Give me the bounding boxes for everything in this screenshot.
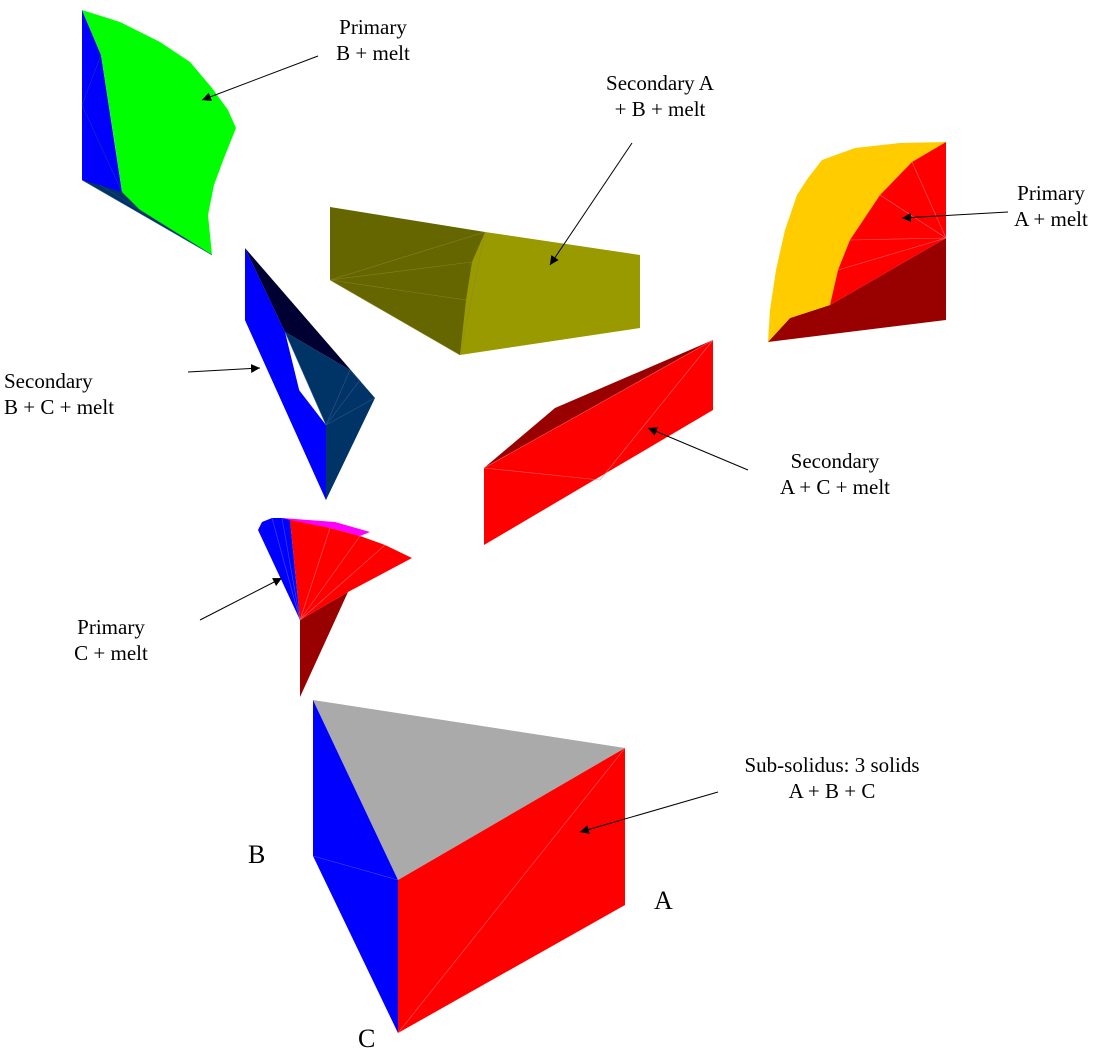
secondary-ab-melt-volume — [329, 207, 640, 356]
label-primary-a-line1: Primary — [1017, 181, 1085, 205]
label-secondary-bc-line1: Secondary — [4, 369, 93, 393]
arrow-secondary-bc — [187, 364, 261, 373]
primary-a-melt-volume — [768, 142, 947, 342]
arrow-primary-a — [901, 211, 1009, 222]
label-primary-c-line2: C + melt — [74, 641, 148, 665]
subsolidus-gray-top — [313, 700, 625, 880]
primary-b-green-face — [82, 10, 236, 255]
arrow-subsolidus — [579, 791, 719, 834]
arrow-secondary-ab — [549, 142, 633, 266]
subsolidus-blue-face — [313, 700, 398, 1033]
primary-c-red-face — [290, 520, 412, 620]
label-primary-a-line2: A + melt — [1014, 207, 1088, 231]
corner-label-a: A — [654, 886, 673, 915]
label-subsolidus: Sub-solidus: 3 solids A + B + C — [712, 752, 952, 804]
label-primary-c-line1: Primary — [77, 615, 145, 639]
secondary-bc-navy-face — [245, 248, 375, 398]
label-primary-a: Primary A + melt — [996, 180, 1106, 232]
label-primary-b: Primary B + melt — [318, 14, 428, 66]
label-secondary-ab: Secondary A + B + melt — [580, 70, 740, 122]
primary-c-blue-face — [258, 518, 300, 620]
arrow-primary-b — [201, 55, 319, 102]
primary-c-dark-face — [300, 592, 348, 697]
corner-label-c: C — [358, 1024, 376, 1053]
primary-b-blue-face — [82, 10, 122, 192]
secondary-ab-light-face — [460, 232, 640, 355]
secondary-bc-melt-volume — [245, 248, 376, 500]
label-subsolidus-line1: Sub-solidus: 3 solids — [744, 753, 920, 777]
label-subsolidus-line2: A + B + C — [788, 779, 876, 803]
subsolidus-prism — [312, 700, 626, 1034]
secondary-ab-dark-face — [330, 207, 485, 355]
label-primary-b-line1: Primary — [339, 15, 407, 39]
arrows — [187, 55, 1009, 834]
label-secondary-ac: Secondary A + C + melt — [760, 448, 910, 500]
primary-b-melt-volume — [81, 10, 236, 256]
label-primary-b-line2: B + melt — [336, 41, 410, 65]
arrow-secondary-ac — [647, 427, 749, 471]
secondary-ac-red-face — [484, 340, 713, 545]
label-secondary-ac-line2: A + C + melt — [779, 475, 891, 499]
primary-c-melt-volume — [258, 517, 412, 697]
label-secondary-ab-line2: + B + melt — [614, 97, 706, 121]
primary-a-gold-face — [768, 142, 946, 342]
primary-c-magenta-rim — [282, 518, 370, 536]
label-secondary-bc: Secondary B + C + melt — [4, 368, 154, 420]
corner-label-b: B — [248, 840, 266, 869]
primary-a-red-face — [830, 142, 946, 305]
label-secondary-ab-line1: Secondary A — [606, 71, 714, 95]
arrow-primary-c — [199, 577, 283, 621]
secondary-ac-melt-volume — [483, 339, 714, 545]
primary-a-dark-face — [768, 238, 946, 342]
label-secondary-bc-line2: B + C + melt — [4, 395, 115, 419]
secondary-bc-blue-front — [245, 320, 326, 500]
label-secondary-ac-line1: Secondary — [790, 449, 880, 473]
label-primary-c: Primary C + melt — [56, 614, 166, 666]
